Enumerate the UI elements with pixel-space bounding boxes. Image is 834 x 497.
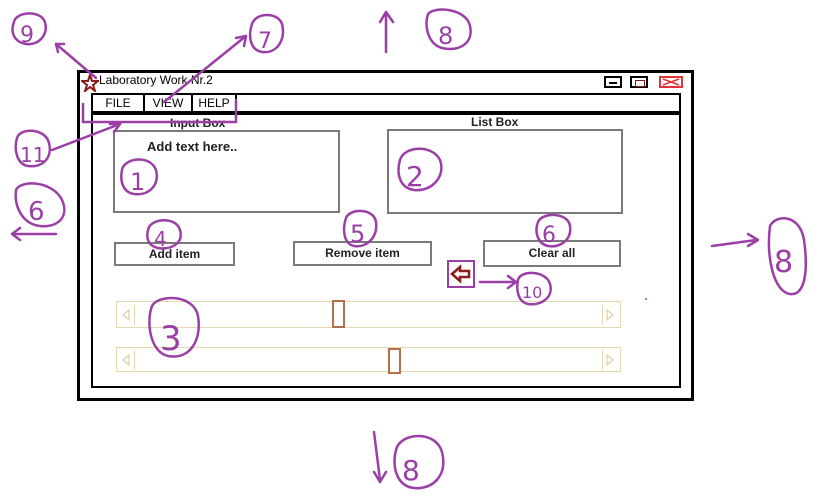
annotation-number: 1 [130,168,145,196]
client-area [91,113,681,388]
scroll-left-icon[interactable] [119,305,135,325]
scroll-left-icon[interactable] [119,350,135,370]
annotation-number: 7 [258,29,272,54]
input-placeholder: Add text here.. [147,139,238,154]
close-icon[interactable] [659,76,683,88]
menu-file[interactable]: FILE [93,95,145,111]
input-box[interactable]: Add text here.. [113,130,340,213]
maximize-icon[interactable] [630,76,648,88]
annotation-8-bottom: 8 [372,430,445,490]
menu-view[interactable]: VIEW [145,95,193,111]
annotation-3: 3 [148,296,200,359]
annotation-10: 10 [478,271,552,306]
annotation-number: 5 [350,220,365,248]
annotation-5: 5 [342,209,378,248]
annotation-7: 7 [162,13,285,104]
clear-all-button[interactable]: Clear all [483,240,621,267]
scroll-right-icon[interactable] [602,350,618,370]
list-box[interactable] [387,129,623,214]
annotation-2: 2 [397,147,443,193]
annotation-4: 4 [146,219,182,251]
annotation-8-right: 8 [710,217,807,296]
scroll-thumb[interactable] [388,348,401,374]
annotation-number: 3 [160,319,182,359]
scrollbar-bottom[interactable] [116,347,621,374]
annotation-number: 8 [774,245,793,280]
annotation-1: 1 [120,158,159,196]
annotation-number: 4 [154,227,167,251]
annotation-number: 8 [438,22,453,50]
annotation-number: 9 [20,23,34,48]
list-box-label: List Box [471,115,519,129]
scroll-right-icon[interactable] [602,305,618,325]
minimize-icon[interactable] [604,76,622,88]
annotation-8-top: 8 [378,8,472,54]
scrollbar-top[interactable] [116,300,621,328]
annotation-number: 2 [406,160,424,193]
back-arrow-icon[interactable] [447,260,475,288]
annotation-number: 11 [20,143,45,167]
annotation-number: 6 [542,223,556,248]
annotation-6-clear: 6 [535,213,572,248]
window-title: Laboratory Work Nr.2 [99,73,213,87]
annotation-number: 10 [522,283,542,302]
star-icon [81,74,99,92]
annotation-number: 8 [402,454,420,487]
scroll-thumb[interactable] [332,300,345,328]
remove-item-button[interactable]: Remove item [293,241,432,266]
annotation-6-left: 6 [10,182,66,242]
annotation-9-top-left: 9 [11,12,98,80]
annotation-number: 6 [28,197,45,227]
annotation-11-menu-bracket: 11 [14,98,238,168]
